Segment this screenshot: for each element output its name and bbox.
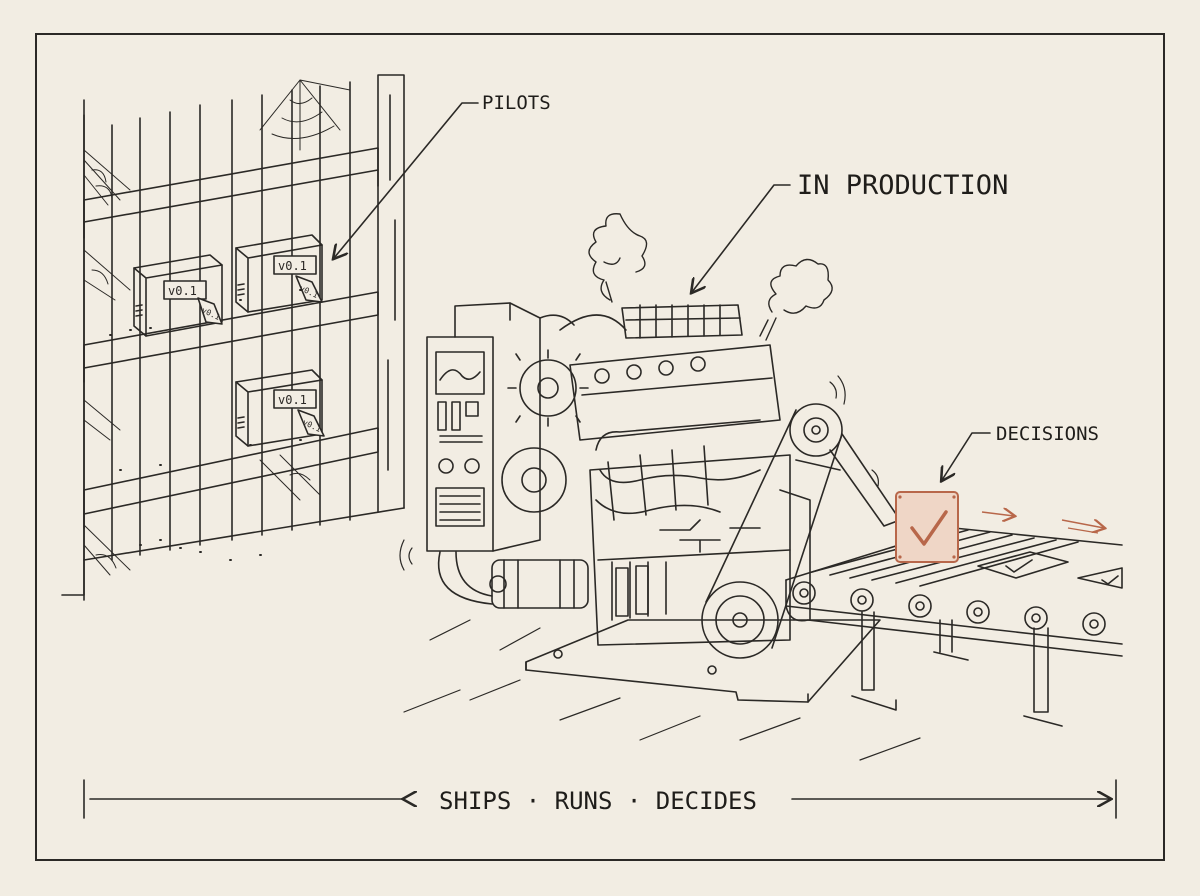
floor-lines (403, 619, 921, 761)
motion-arrow-icon (981, 512, 1104, 533)
footer-caption: SHIPS · RUNS · DECIDES (439, 787, 757, 815)
footer-dimension-line (83, 779, 1117, 819)
pilot-box (133, 254, 223, 337)
engine (426, 302, 901, 703)
pilot-box (235, 234, 323, 313)
box-version-tag: v0.1 (278, 259, 307, 273)
box-version-tag: v0.1 (168, 284, 197, 298)
pilots-pointer (334, 102, 479, 258)
outer-frame (35, 33, 1165, 861)
label-decisions: DECISIONS (996, 423, 1099, 445)
label-in-production: IN PRODUCTION (797, 170, 1008, 201)
in-production-pointer (692, 184, 791, 292)
steam-icon (588, 213, 833, 341)
vibration-lines (399, 375, 879, 571)
decision-card (895, 491, 959, 563)
check-icon (910, 510, 948, 546)
decisions-pointer (942, 432, 991, 480)
label-pilots: PILOTS (482, 92, 551, 114)
pilot-box (235, 369, 325, 447)
pilot-shelf (61, 74, 405, 601)
cobweb-icon (83, 79, 351, 576)
box-version-tag: v0.1 (278, 393, 307, 407)
